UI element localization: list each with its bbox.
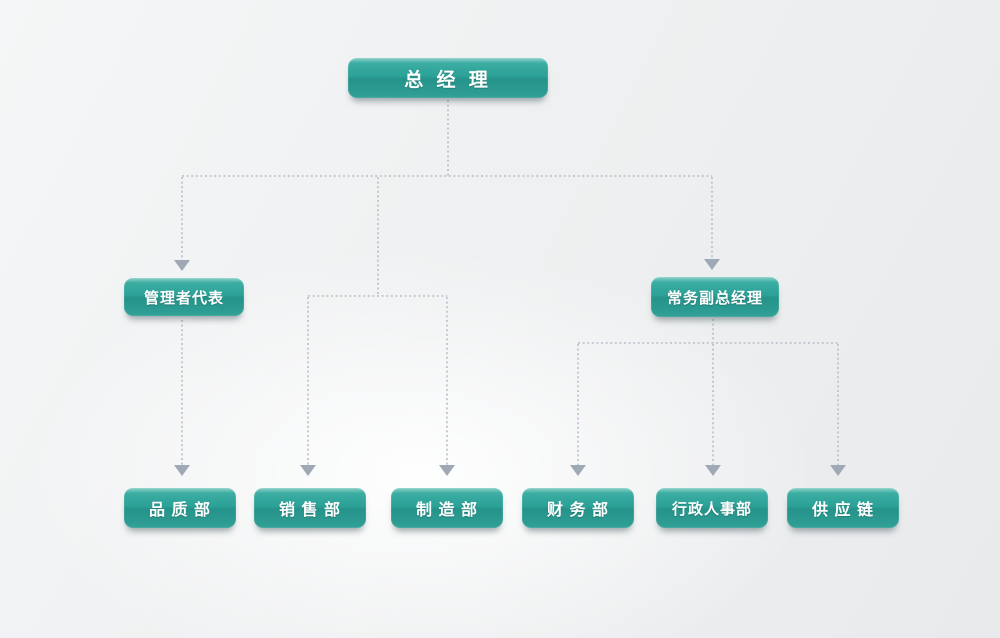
org-node-label: 常务副总经理 (666, 289, 763, 307)
arrowhead-sales (300, 465, 316, 476)
org-node-finance-dept[interactable]: 财 务 部 (522, 488, 634, 528)
org-node-label: 总 经 理 (404, 69, 492, 91)
org-node-quality-dept[interactable]: 品 质 部 (124, 488, 236, 528)
org-node-manufacturing-dept[interactable]: 制 造 部 (391, 488, 503, 528)
org-node-general-manager[interactable]: 总 经 理 (348, 58, 548, 98)
arrowhead-supply (830, 465, 846, 476)
org-node-label: 品 质 部 (149, 502, 211, 519)
org-node-label: 行政人事部 (671, 500, 752, 518)
arrowhead-finance (570, 465, 586, 476)
arrowhead-rep (174, 260, 190, 271)
org-node-sales-dept[interactable]: 销 售 部 (254, 488, 366, 528)
org-node-executive-deputy-gm[interactable]: 常务副总经理 (651, 277, 779, 317)
org-node-label: 管理者代表 (143, 289, 224, 307)
org-node-admin-hr-dept[interactable]: 行政人事部 (656, 488, 768, 528)
arrowhead-hr (705, 465, 721, 476)
org-node-label: 供 应 链 (812, 502, 874, 519)
arrowhead-mfg (439, 465, 455, 476)
arrowhead-quality (174, 465, 190, 476)
org-node-label: 制 造 部 (416, 502, 478, 519)
org-node-supply-chain[interactable]: 供 应 链 (787, 488, 899, 528)
org-node-label: 财 务 部 (547, 502, 609, 519)
arrowhead-deputy (704, 259, 720, 270)
org-node-management-representative[interactable]: 管理者代表 (124, 278, 244, 316)
org-node-label: 销 售 部 (279, 502, 341, 519)
